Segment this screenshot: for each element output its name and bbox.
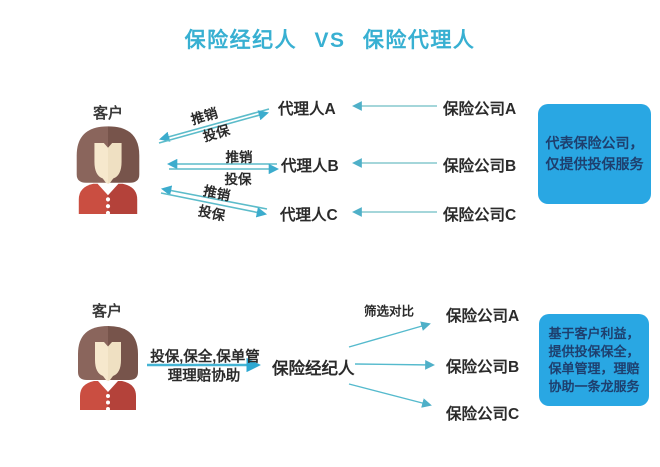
customer-label-top: 客户 bbox=[93, 105, 124, 122]
avatar-face bbox=[95, 342, 121, 381]
arrow-broker-to-company-a bbox=[348, 321, 431, 348]
arrow-sell-apply-agent-b bbox=[166, 158, 280, 175]
agent-note-box: 代表保险公司， 仅提供投保服务 bbox=[538, 104, 651, 204]
label-sell-b: 推销 bbox=[225, 150, 253, 165]
company-c-top: 保险公司C bbox=[443, 207, 517, 224]
note-line: 协助一条龙服务 bbox=[548, 378, 640, 394]
broker: 保险经纪人 bbox=[272, 360, 355, 378]
service-label-line2: 理理赔协助 bbox=[167, 368, 241, 385]
note-line: 保单管理，理赔 bbox=[548, 361, 640, 376]
label-apply-c: 投保 bbox=[196, 203, 227, 224]
note-line: 仅提供投保服务 bbox=[545, 156, 644, 172]
company-c-bottom: 保险公司C bbox=[446, 406, 520, 423]
note-line: 提供投保保全， bbox=[548, 343, 640, 359]
agent-a: 代理人A bbox=[278, 101, 336, 118]
customer-avatar-top bbox=[76, 126, 140, 214]
avatar-collar bbox=[97, 178, 119, 196]
service-label-line1: 投保,保全,保单管 bbox=[150, 349, 260, 366]
label-apply-b: 投保 bbox=[224, 172, 252, 187]
company-a-bottom: 保险公司A bbox=[446, 308, 520, 325]
note-line: 代表保险公司， bbox=[545, 135, 644, 151]
customer-label-bottom: 客户 bbox=[92, 303, 123, 320]
broker-note-box: 基于客户利益， 提供投保保全， 保单管理，理赔 协助一条龙服务 bbox=[539, 314, 649, 406]
company-b-top: 保险公司B bbox=[443, 158, 517, 175]
note-line: 基于客户利益， bbox=[548, 326, 640, 341]
arrow-broker-to-company-b bbox=[354, 359, 435, 370]
arrow-broker-to-company-c bbox=[348, 383, 432, 408]
page-title: 保险经纪人 VS 保险代理人 bbox=[184, 29, 476, 52]
company-b-bottom: 保险公司B bbox=[446, 359, 520, 376]
avatar-face bbox=[94, 143, 122, 184]
customer-avatar-bottom bbox=[78, 326, 138, 410]
company-a-top: 保险公司A bbox=[443, 101, 517, 118]
agent-b: 代理人B bbox=[281, 158, 339, 175]
agent-c: 代理人C bbox=[280, 207, 338, 224]
compare-label: 筛选对比 bbox=[363, 304, 415, 319]
